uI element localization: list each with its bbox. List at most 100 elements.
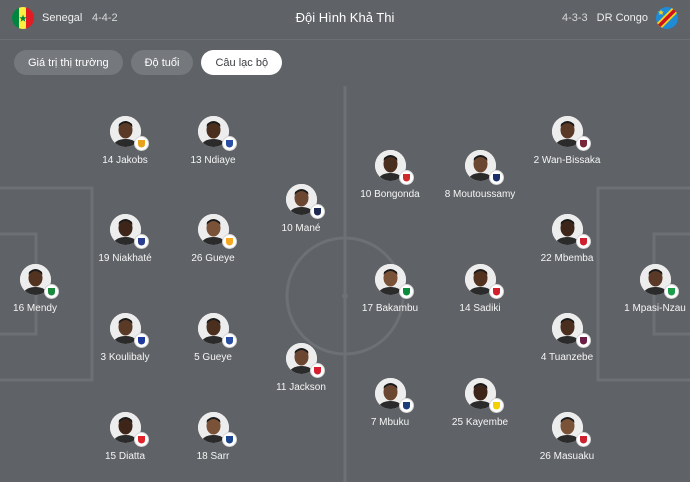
player-photo — [374, 264, 414, 299]
away-player[interactable]: 2 Wan-Bissaka — [517, 116, 617, 166]
monaco-icon — [133, 432, 149, 447]
player-label: 26 Gueye — [191, 253, 235, 264]
home-player[interactable]: 5 Gueye — [163, 313, 263, 363]
player-label: 19 Niakhaté — [98, 253, 152, 264]
bayern-icon — [309, 363, 325, 378]
player-photo — [109, 214, 149, 249]
player-photo — [109, 313, 149, 348]
lyon-icon — [133, 234, 149, 249]
player-photo — [109, 412, 149, 447]
home-player[interactable]: 26 Gueye — [163, 214, 263, 264]
west-ham-icon — [575, 136, 591, 151]
player-photo — [464, 378, 504, 413]
player-photo — [551, 116, 591, 151]
player-label: 8 Moutoussamy — [444, 189, 516, 200]
player-photo — [374, 378, 414, 413]
le-havre-icon — [663, 284, 679, 299]
al-nassr-icon — [309, 204, 325, 219]
burnley-icon — [575, 333, 591, 348]
player-photo — [464, 150, 504, 185]
player-photo — [109, 116, 149, 151]
page-title: Đội Hình Khả Thi — [295, 10, 395, 25]
away-team[interactable]: DR Congo — [589, 7, 678, 29]
home-team-name: Senegal — [42, 12, 83, 24]
home-player[interactable]: 15 Diatta — [75, 412, 175, 462]
player-photo — [639, 264, 679, 299]
player-label: 17 Bakambu — [361, 303, 419, 314]
tab-market-value[interactable]: Giá trị thị trường — [14, 50, 123, 75]
player-label: 25 Kayembe — [451, 417, 509, 428]
everton-icon — [221, 333, 237, 348]
home-player[interactable]: 18 Sarr — [163, 412, 263, 462]
home-player[interactable]: 19 Niakhaté — [75, 214, 175, 264]
away-player[interactable]: 10 Bongonda — [340, 150, 440, 200]
montpellier-icon — [398, 398, 414, 413]
atromitos-icon — [488, 170, 504, 185]
watford-icon — [488, 398, 504, 413]
player-label: 5 Gueye — [194, 352, 232, 363]
home-player[interactable]: 10 Mané — [251, 184, 351, 234]
everton-icon — [221, 136, 237, 151]
away-player[interactable]: 22 Mbemba — [517, 214, 617, 264]
player-label: 22 Mbemba — [540, 253, 594, 264]
player-label: 14 Sadiki — [459, 303, 501, 314]
player-photo — [464, 264, 504, 299]
al-hilal-icon — [133, 333, 149, 348]
away-player[interactable]: 1 Mpasi-Nzau — [605, 264, 690, 314]
home-formation: 4-4-2 — [92, 12, 118, 24]
player-label: 18 Sarr — [196, 451, 230, 462]
away-team-name: DR Congo — [596, 12, 648, 24]
tab-bar: Giá trị thị trường Độ tuổi Câu lạc bộ — [14, 50, 283, 75]
player-label: 4 Tuanzebe — [540, 352, 594, 363]
spartak-icon — [398, 170, 414, 185]
home-team[interactable]: Senegal — [12, 7, 90, 29]
away-player[interactable]: 26 Masuaku — [517, 412, 617, 462]
player-label: 26 Masuaku — [539, 451, 595, 462]
away-player[interactable]: 17 Bakambu — [340, 264, 440, 314]
tab-age[interactable]: Độ tuổi — [130, 50, 194, 75]
away-player[interactable]: 25 Kayembe — [430, 378, 530, 428]
al-ahli-icon — [43, 284, 59, 299]
player-photo — [374, 150, 414, 185]
away-player[interactable]: 4 Tuanzebe — [517, 313, 617, 363]
player-photo — [551, 412, 591, 447]
home-player[interactable]: 11 Jackson — [251, 343, 351, 393]
player-photo — [197, 214, 237, 249]
dr-congo-flag-icon — [656, 7, 678, 29]
away-player[interactable]: 14 Sadiki — [430, 264, 530, 314]
player-photo — [285, 184, 325, 219]
tab-club[interactable]: Câu lạc bộ — [201, 50, 283, 75]
player-label: 10 Mané — [281, 223, 321, 234]
away-formation: 4-3-3 — [562, 12, 588, 24]
wolves-icon — [221, 234, 237, 249]
away-player[interactable]: 8 Moutoussamy — [430, 150, 530, 200]
player-label: 7 Mbuku — [370, 417, 410, 428]
home-player[interactable]: 16 Mendy — [0, 264, 85, 314]
player-photo — [197, 116, 237, 151]
crystal-palace-icon — [221, 432, 237, 447]
player-label: 3 Koulibaly — [100, 352, 150, 363]
player-label: 16 Mendy — [13, 303, 57, 314]
player-label: 13 Ndiaye — [190, 155, 236, 166]
match-header: Senegal 4-4-2 Đội Hình Khả Thi 4-3-3 DR … — [0, 0, 690, 40]
home-player[interactable]: 3 Koulibaly — [75, 313, 175, 363]
betis-icon — [398, 284, 414, 299]
lille-icon — [575, 432, 591, 447]
lille-icon — [575, 234, 591, 249]
player-photo — [551, 313, 591, 348]
home-player[interactable]: 14 Jakobs — [75, 116, 175, 166]
player-photo — [197, 412, 237, 447]
player-label: 11 Jackson — [276, 382, 326, 393]
galatasaray-icon — [133, 136, 149, 151]
player-label: 14 Jakobs — [102, 155, 148, 166]
player-label: 15 Diatta — [104, 451, 146, 462]
player-label: 10 Bongonda — [360, 189, 420, 200]
home-player[interactable]: 13 Ndiaye — [163, 116, 263, 166]
away-player[interactable]: 7 Mbuku — [340, 378, 440, 428]
player-label: 1 Mpasi-Nzau — [624, 303, 686, 314]
player-photo — [285, 343, 325, 378]
senegal-flag-icon — [12, 7, 34, 29]
player-photo — [197, 313, 237, 348]
player-label: 2 Wan-Bissaka — [533, 155, 601, 166]
pitch: 14 Jakobs 13 Ndiaye 10 Mané 19 Niakhaté 26 G… — [0, 86, 690, 482]
